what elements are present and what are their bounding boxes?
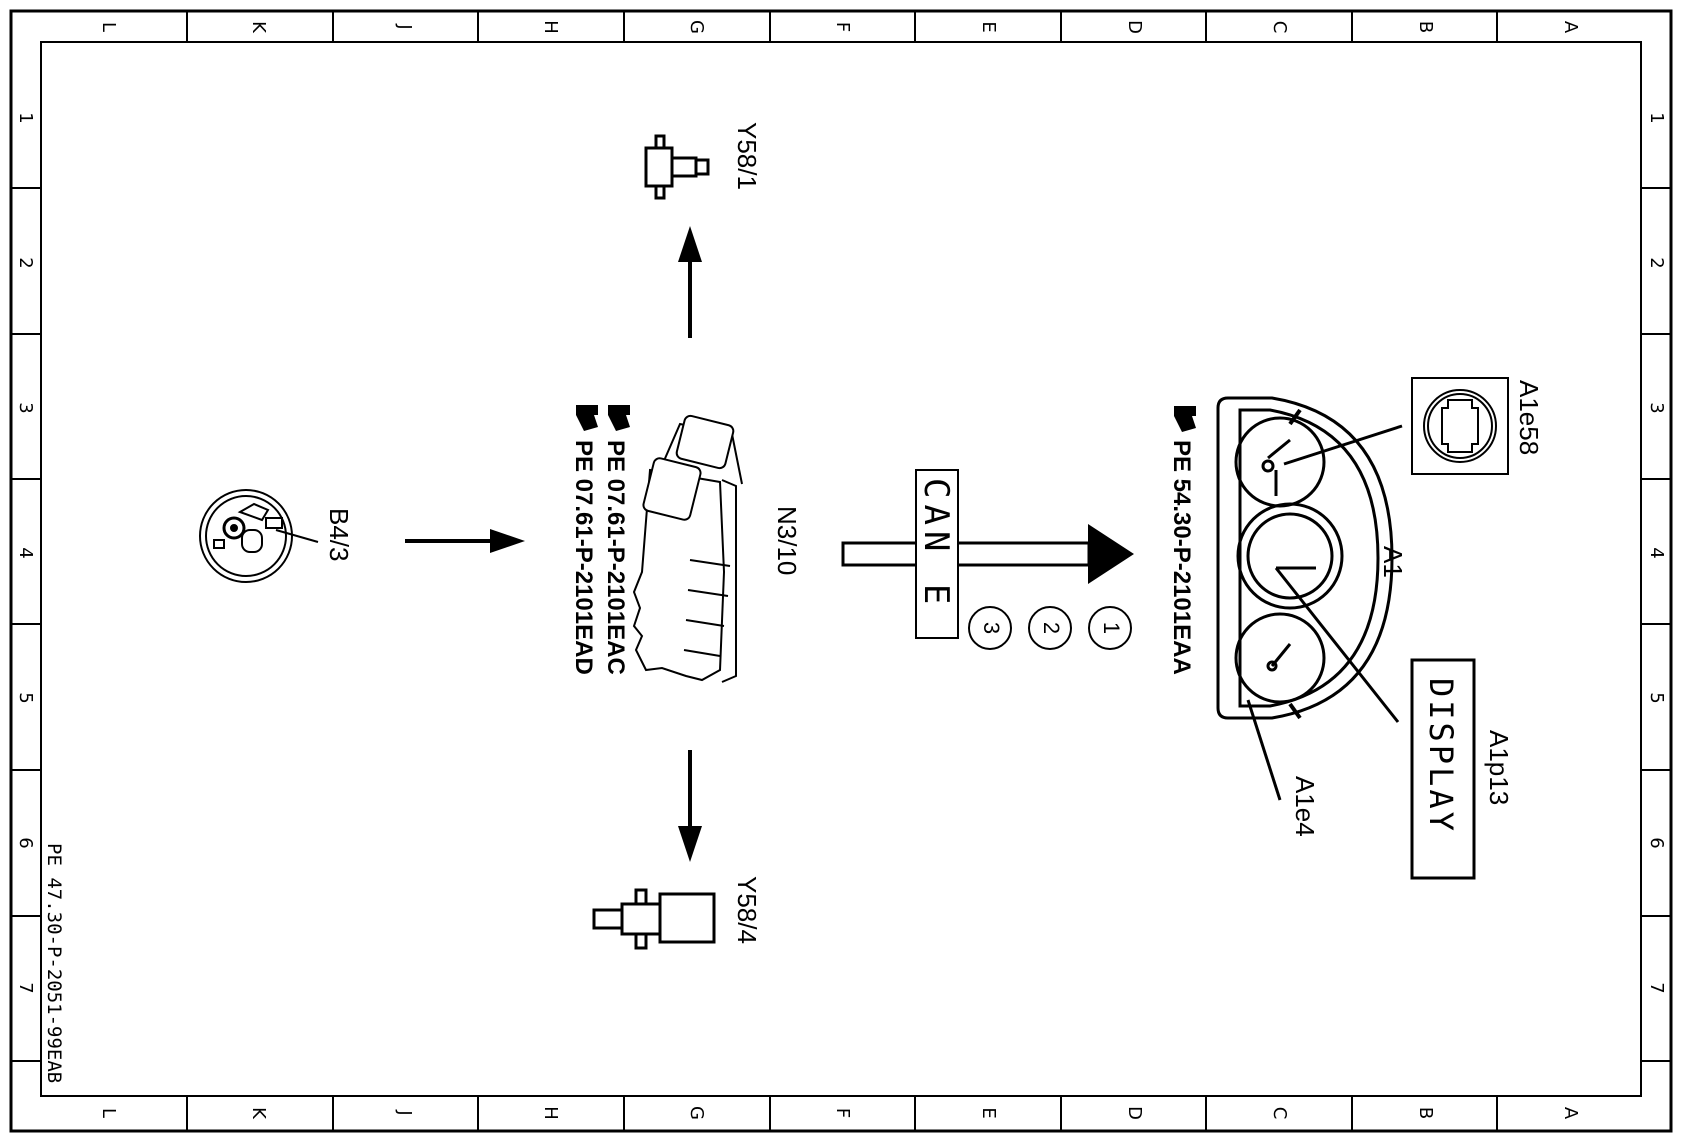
- col-label: G: [686, 1106, 707, 1120]
- col-label: H: [540, 20, 561, 34]
- valve-top-label: Y58/1: [732, 122, 762, 190]
- warning-lamp-label: A1e58: [1514, 380, 1544, 455]
- can-step-1: 1: [1088, 606, 1132, 650]
- can-step-1-text: 1: [1099, 622, 1124, 634]
- column-labels-top: L K J H G F E D C B A: [98, 20, 1581, 34]
- cluster-ref-text: PE 54.30-P-2101EAA: [1168, 440, 1195, 675]
- col-label: F: [832, 22, 853, 32]
- signal-arrow-ecu-to-valve-bottom: [678, 750, 702, 862]
- doc-reference: PE 47.30-P-2051-99EAB: [43, 843, 65, 1083]
- row-labels-left: 1 2 3 4 5 6 7: [15, 112, 36, 993]
- indicator-lamp-label: A1e4: [1290, 776, 1320, 837]
- display-leader: [1274, 567, 1400, 723]
- indicator-lamp-leader: [1246, 699, 1282, 801]
- ecu-ref-1-text: PE 07.61-P-2101EAC: [602, 440, 629, 675]
- row-label: 6: [15, 837, 36, 848]
- col-label: E: [978, 1107, 999, 1118]
- sensor-label: B4/3: [324, 508, 354, 562]
- pressure-sensor-icon: [199, 489, 319, 583]
- col-label: B: [1415, 1107, 1436, 1119]
- instrument-cluster-icon: [1216, 396, 1394, 720]
- col-label: F: [832, 1108, 853, 1118]
- row-label: 3: [15, 402, 36, 413]
- col-label: L: [98, 22, 119, 32]
- row-label: 4: [15, 547, 36, 558]
- col-label: J: [394, 23, 415, 29]
- col-label: A: [1560, 21, 1581, 34]
- col-label: K: [248, 21, 269, 34]
- display-box: [1410, 658, 1476, 880]
- col-label: A: [1560, 1107, 1581, 1120]
- row-labels-right: 1 2 3 4 5 6 7: [1646, 112, 1667, 993]
- display-text: DISPLAY: [1422, 678, 1460, 834]
- row-label: 7: [1646, 982, 1667, 993]
- ecu-label: N3/10: [772, 506, 802, 575]
- row-label: 2: [1646, 257, 1667, 268]
- can-bus-arrow: [841, 524, 1134, 584]
- solenoid-valve-top-icon: [644, 134, 710, 200]
- ecu-reference-1: PE 07.61-P-2101EAC: [602, 405, 630, 675]
- row-label: 3: [1646, 402, 1667, 413]
- reference-hand-icon: [1174, 406, 1196, 432]
- can-step-2-text: 2: [1039, 622, 1064, 634]
- reference-hand-icon: [576, 405, 598, 431]
- control-unit-icon: [632, 414, 743, 683]
- ecu-reference-2: PE 07.61-P-2101EAD: [570, 405, 598, 675]
- row-label: 4: [1646, 547, 1667, 558]
- can-bus-label: CAN E: [916, 478, 956, 610]
- can-step-3-text: 3: [979, 622, 1004, 634]
- can-step-2: 2: [1028, 606, 1072, 650]
- valve-bottom-label: Y58/4: [732, 876, 762, 944]
- outer-frame: [9, 9, 1673, 1133]
- col-label: E: [978, 21, 999, 32]
- col-label: B: [1415, 21, 1436, 33]
- col-label: C: [1269, 21, 1290, 34]
- row-label: 1: [15, 112, 36, 123]
- column-labels-bottom: L K J H G F E D C B A: [98, 1106, 1581, 1120]
- col-label: C: [1269, 1107, 1290, 1120]
- signal-arrow-sensor-to-ecu: [405, 529, 525, 553]
- can-bus-label-box: [915, 469, 959, 639]
- warning-lamp-leader: [1283, 424, 1403, 466]
- display-label: A1p13: [1484, 730, 1514, 805]
- row-label: 6: [1646, 837, 1667, 848]
- solenoid-valve-bottom-icon: [592, 888, 716, 950]
- col-label: D: [1124, 1106, 1145, 1120]
- cluster-reference: PE 54.30-P-2101EAA: [1168, 406, 1196, 675]
- ecu-ref-2-text: PE 07.61-P-2101EAD: [570, 440, 597, 675]
- reference-hand-icon: [608, 405, 630, 431]
- signal-arrow-ecu-to-valve-top: [678, 226, 702, 338]
- col-label: J: [394, 1109, 415, 1115]
- row-label: 2: [15, 257, 36, 268]
- col-label: D: [1124, 20, 1145, 34]
- row-label: 7: [15, 982, 36, 993]
- can-step-3: 3: [968, 606, 1012, 650]
- row-label: 5: [15, 692, 36, 703]
- row-label: 5: [1646, 692, 1667, 703]
- inner-frame: [40, 41, 1642, 1097]
- col-label: K: [248, 1107, 269, 1120]
- column-ticks: [186, 11, 1498, 1131]
- row-ticks: [11, 187, 1671, 1062]
- col-label: H: [540, 1106, 561, 1120]
- col-label: G: [686, 20, 707, 34]
- cluster-label: A1: [1378, 546, 1408, 578]
- row-label: 1: [1646, 112, 1667, 123]
- warning-lamp-icon: [1411, 377, 1509, 475]
- col-label: L: [98, 1108, 119, 1118]
